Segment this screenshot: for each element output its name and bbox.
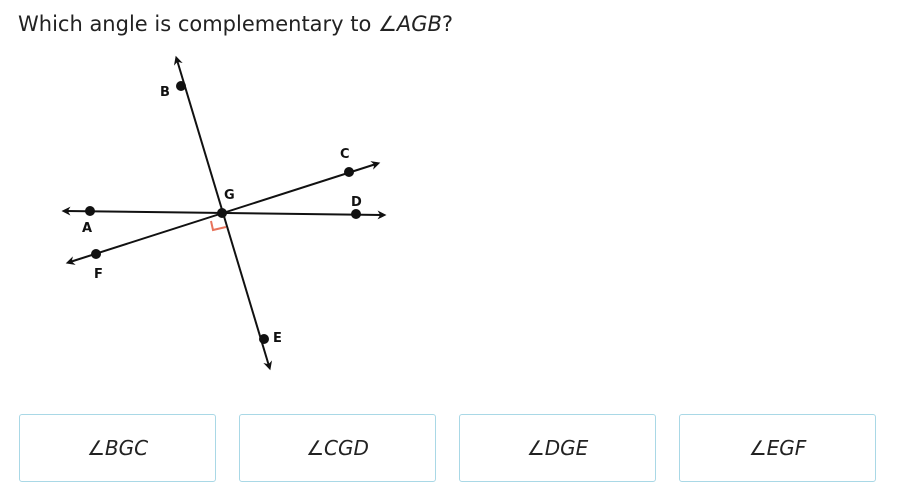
point-g xyxy=(217,208,227,218)
label-c: C xyxy=(340,147,350,162)
choice-dge-button[interactable]: ∠DGE xyxy=(459,414,656,482)
label-d: D xyxy=(351,195,362,210)
right-angle-marker xyxy=(210,220,227,232)
answer-choices: ∠BGC ∠CGD ∠DGE ∠EGF xyxy=(19,414,879,484)
question-angle: ∠AGB xyxy=(378,12,442,36)
question-prefix: Which angle is complementary to xyxy=(18,12,379,36)
point-d xyxy=(351,209,361,219)
choice-bgc-button[interactable]: ∠BGC xyxy=(19,414,216,482)
label-e: E xyxy=(273,331,282,346)
point-c xyxy=(344,167,354,177)
choice-egf-button[interactable]: ∠EGF xyxy=(679,414,876,482)
label-a: A xyxy=(82,221,92,236)
label-f: F xyxy=(94,267,103,282)
point-b xyxy=(176,81,186,91)
point-e xyxy=(259,334,269,344)
choice-cgd-button[interactable]: ∠CGD xyxy=(239,414,436,482)
label-g: G xyxy=(224,188,235,203)
point-f xyxy=(91,249,101,259)
label-b: B xyxy=(160,85,170,100)
question-suffix: ? xyxy=(441,12,454,36)
point-a xyxy=(85,206,95,216)
question-text: Which angle is complementary to ∠AGB? xyxy=(18,10,453,38)
